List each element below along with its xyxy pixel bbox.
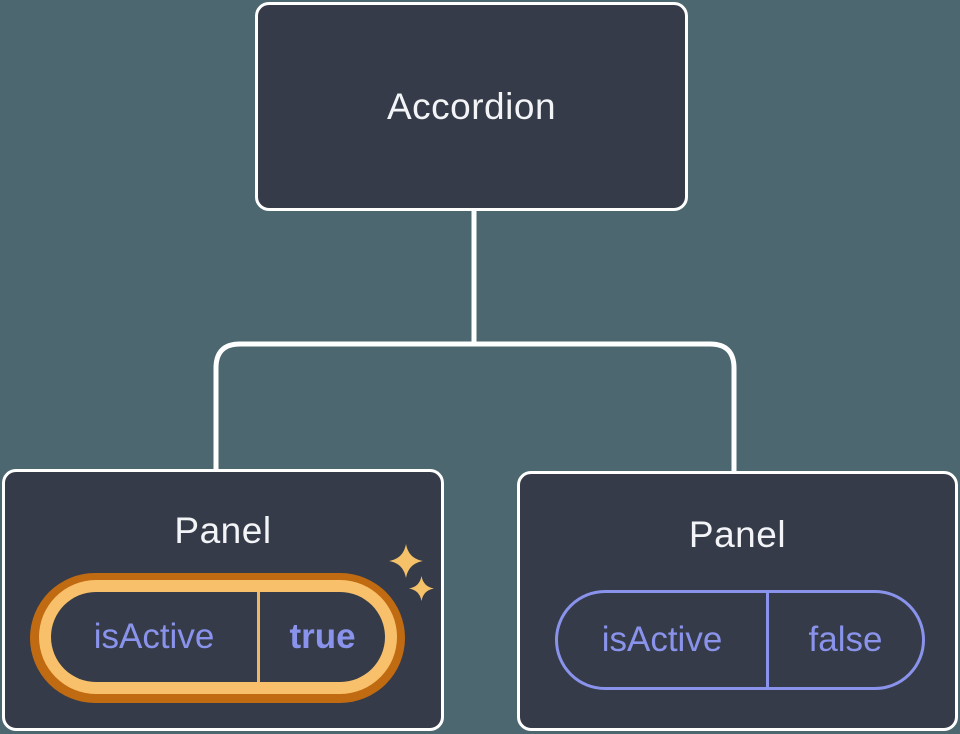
state-pill-active: isActive true bbox=[51, 592, 385, 682]
state-prop-value: true bbox=[289, 617, 356, 656]
state-pill-inactive: isActive false bbox=[555, 590, 925, 690]
connector-path bbox=[213, 205, 737, 475]
panel-node-label: Panel bbox=[688, 514, 787, 555]
sparkle-large-shape bbox=[389, 544, 423, 578]
sparkle-small-shape bbox=[409, 576, 434, 601]
state-prop-name: isActive bbox=[601, 620, 723, 659]
sparkles-icon bbox=[409, 576, 434, 601]
state-pill-highlight-ring: isActive true bbox=[30, 573, 405, 703]
sparkles-icon bbox=[389, 544, 423, 578]
state-pill-divider bbox=[257, 592, 260, 682]
root-node-label: Accordion bbox=[386, 85, 557, 127]
state-pill-divider bbox=[766, 593, 769, 687]
root-node-accordion: Accordion bbox=[255, 2, 688, 211]
panel-node-label: Panel bbox=[174, 510, 272, 551]
panel-node-inactive: Panel isActive false bbox=[517, 471, 958, 731]
state-prop-value: false bbox=[808, 620, 883, 659]
state-prop-name: isActive bbox=[93, 617, 215, 656]
state-pill-highlight-inner-ring: isActive true bbox=[39, 580, 397, 694]
panel-node-active: Panel isActive true bbox=[2, 469, 444, 731]
